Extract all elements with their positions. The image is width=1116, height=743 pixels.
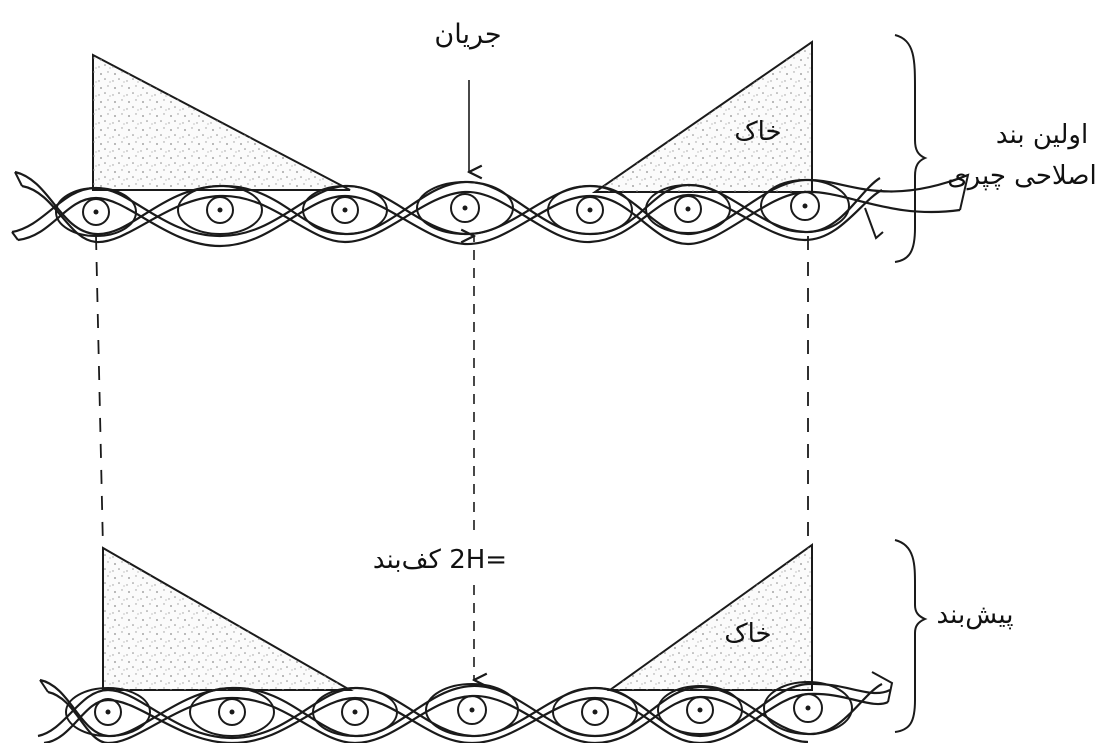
first-weir-label-line1: اولین بند bbox=[996, 120, 1088, 150]
soil-label-bottom: خاک bbox=[724, 619, 771, 649]
forward-weir-label: پیش‌بند bbox=[937, 600, 1014, 630]
soil-label-top: خاک bbox=[734, 117, 781, 147]
top-weir bbox=[11, 40, 970, 248]
spacing-label: =2H کف‌بند bbox=[373, 545, 507, 575]
first-weir-label-line2: اصلاحی چپری bbox=[947, 161, 1096, 191]
bottom-brace bbox=[894, 539, 928, 733]
top-brace bbox=[894, 34, 928, 263]
bottom-soil-left bbox=[102, 546, 354, 691]
bottom-soil-right bbox=[606, 543, 813, 691]
guide-lines bbox=[95, 235, 809, 549]
flow-label: جریان bbox=[434, 19, 501, 50]
top-soil-left bbox=[92, 53, 351, 191]
top-soil-right bbox=[591, 40, 813, 193]
bottom-weir bbox=[37, 543, 894, 743]
